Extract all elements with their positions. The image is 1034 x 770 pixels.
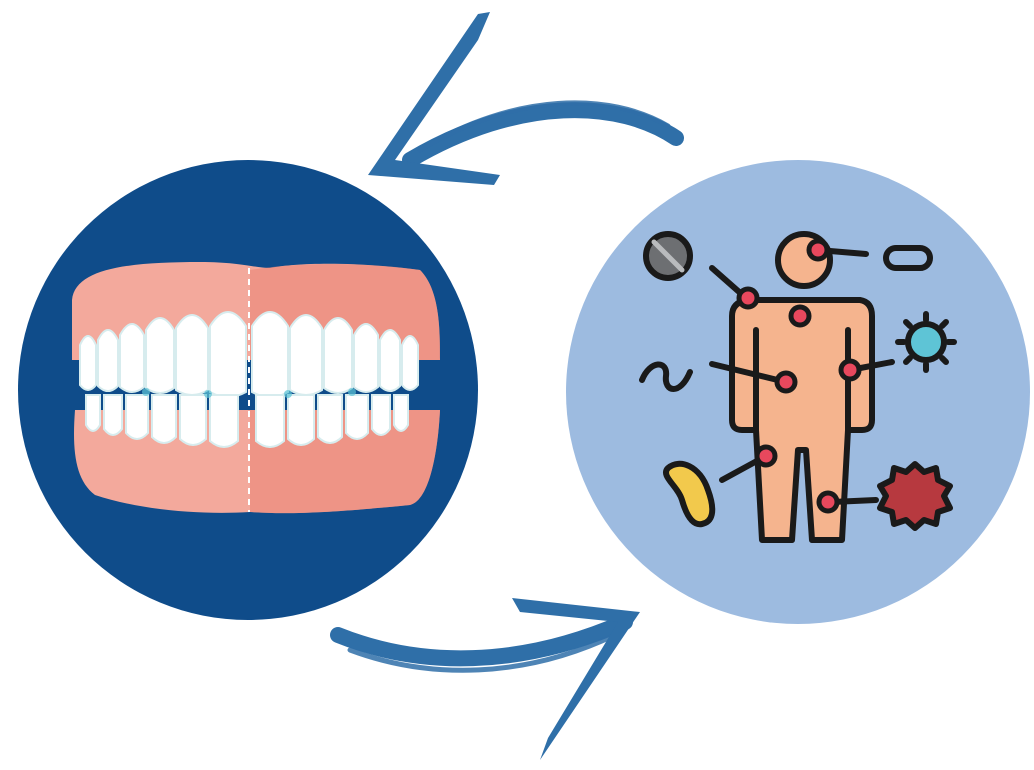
red-virus-icon bbox=[880, 464, 950, 528]
arrow-teeth-to-body bbox=[338, 598, 640, 760]
tooth bbox=[104, 395, 122, 435]
tooth bbox=[324, 318, 352, 393]
teeth-node bbox=[18, 160, 478, 620]
marker bbox=[739, 289, 757, 307]
marker bbox=[809, 241, 827, 259]
tooth bbox=[372, 395, 390, 435]
marker bbox=[791, 307, 809, 325]
tooth bbox=[146, 318, 174, 393]
arrow-shaft-bottom bbox=[338, 622, 625, 658]
pill-germ-icon bbox=[886, 248, 930, 268]
tooth bbox=[210, 312, 246, 397]
tooth bbox=[394, 395, 408, 431]
arrow-body-to-teeth bbox=[368, 12, 676, 185]
tooth bbox=[380, 330, 400, 391]
marker bbox=[841, 361, 859, 379]
tooth bbox=[256, 395, 284, 447]
tooth bbox=[346, 395, 368, 439]
tooth bbox=[120, 324, 144, 392]
tooth bbox=[126, 395, 148, 439]
tooth bbox=[252, 312, 288, 397]
tooth bbox=[80, 336, 96, 390]
tooth bbox=[290, 315, 322, 395]
teeth-gums-icon bbox=[72, 262, 440, 513]
marker bbox=[777, 373, 795, 391]
tooth bbox=[98, 330, 118, 391]
gray-germ-icon bbox=[646, 234, 690, 278]
arrow-head-bottom bbox=[512, 598, 640, 760]
tooth bbox=[86, 395, 100, 431]
cyan-virus-icon bbox=[898, 314, 954, 370]
tooth bbox=[176, 315, 208, 395]
tooth bbox=[288, 395, 314, 445]
marker bbox=[757, 447, 775, 465]
tooth bbox=[152, 395, 176, 443]
body-node bbox=[566, 160, 1030, 624]
tooth bbox=[318, 395, 342, 443]
tooth bbox=[210, 395, 238, 447]
tooth bbox=[180, 395, 206, 445]
tooth bbox=[354, 324, 378, 392]
tooth bbox=[402, 336, 418, 390]
arrow-head-top bbox=[368, 12, 500, 185]
marker bbox=[819, 493, 837, 511]
